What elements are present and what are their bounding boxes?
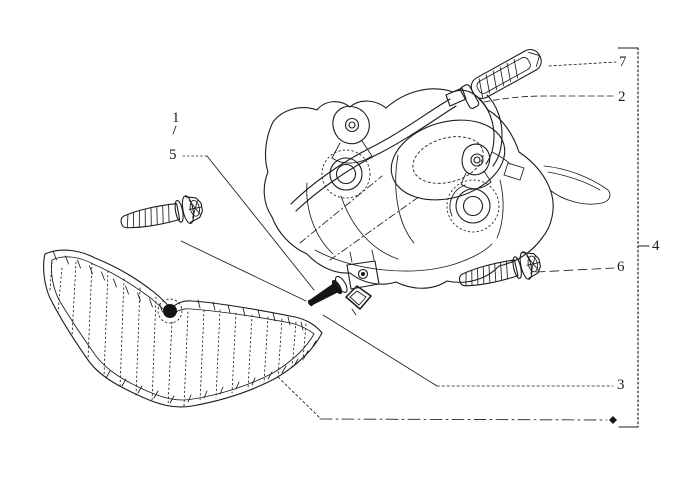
leader-lines (172, 61, 617, 424)
wiring-connector (459, 48, 542, 109)
leader-bolt-1-axis (180, 240, 307, 302)
lens-flutes (49, 261, 307, 407)
bottom-mounting-tab (346, 249, 380, 290)
lower-clamp-bracket (345, 285, 372, 316)
headlamp-lens (43, 249, 323, 408)
lens-mounting-hole (163, 304, 177, 318)
callout-3: 3 (617, 377, 625, 393)
left-mounting-ear (331, 105, 373, 164)
right-bulb-socket (446, 179, 500, 233)
callout-1: 1 (172, 110, 180, 126)
callout-2: 2 (618, 89, 626, 105)
leader-lens (319, 418, 608, 421)
leader-3-diagonal (322, 314, 438, 387)
callout-7: 7 (619, 54, 627, 70)
left-bulb-socket (321, 149, 371, 199)
callout-5: 5 (169, 147, 177, 163)
leader-lens-diagonal (277, 376, 321, 419)
leader-2 (483, 95, 616, 103)
leader-5 (206, 155, 315, 291)
group-bracket-4 (617, 47, 650, 428)
hex-bolt-left (120, 195, 204, 229)
leader-6 (535, 267, 615, 273)
lens-edge-hatching (53, 251, 317, 404)
callout-1-tail (172, 125, 177, 135)
leader-lens-diamond (609, 416, 617, 424)
right-mounting-ear (460, 143, 492, 190)
callout-6: 6 (617, 259, 625, 275)
wiring-harness (290, 87, 525, 212)
adjuster-screw (307, 275, 348, 307)
leader-7 (548, 61, 617, 67)
hex-bolt-right (458, 251, 542, 287)
callout-4: 4 (652, 238, 660, 254)
headlamp-housing (263, 48, 611, 316)
